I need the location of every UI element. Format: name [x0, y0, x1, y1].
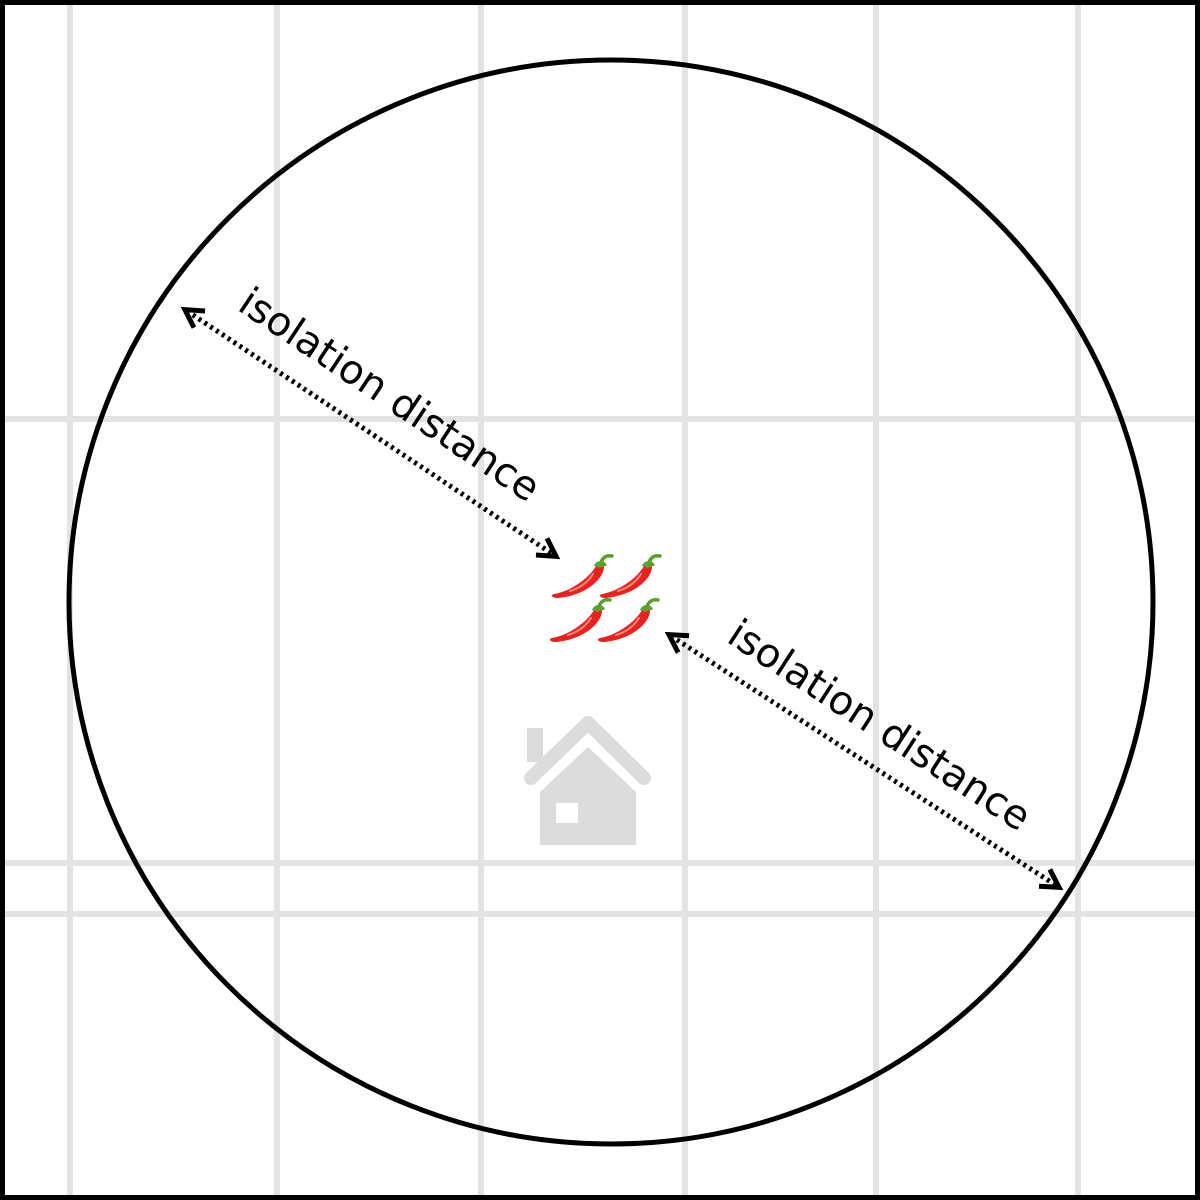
- chili-pepper-icon: [549, 554, 662, 642]
- chili-pepper: [549, 598, 612, 642]
- chili-pepper: [597, 598, 660, 642]
- house-icon: [524, 716, 651, 845]
- isolation-radius-circle: [66, 57, 1156, 1147]
- chili-pepper: [599, 554, 662, 598]
- chili-pepper: [551, 554, 614, 598]
